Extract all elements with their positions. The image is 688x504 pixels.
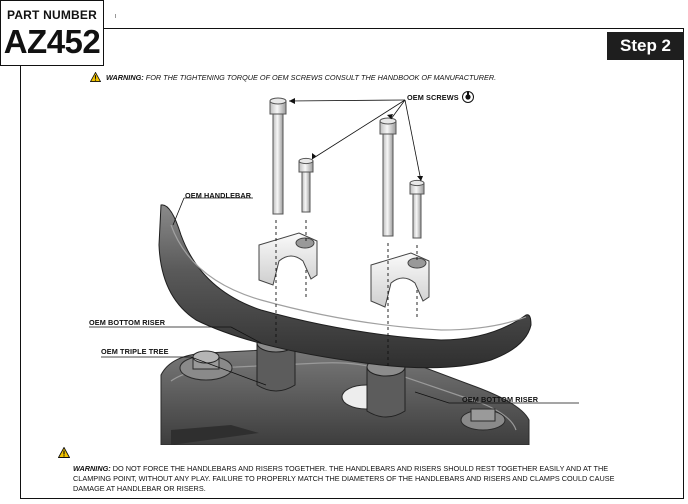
callout-oem-screws: OEM SCREWS [407,93,459,102]
callout-oem-handlebar: OEM HANDLEBAR [185,191,252,200]
bottom-warning: WARNING: DO NOT FORCE THE HANDLEBARS AND… [73,464,633,494]
callout-oem-bottom-riser-left: OEM BOTTOM RISER [89,318,166,327]
warning-triangle-icon [58,447,70,458]
assembly-diagram [89,97,579,445]
bottom-warning-text: DO NOT FORCE THE HANDLEBARS AND RISERS T… [73,464,615,493]
top-clamp-left [258,232,318,286]
alignment-lines [275,220,418,367]
handlebar [158,204,532,369]
leader-lines [89,99,579,404]
screw-short-left [298,157,314,213]
top-warning-prefix: WARNING: [106,72,144,82]
callout-oem-bottom-riser-right: OEM BOTTOM RISER [462,395,539,404]
screw-short-right [409,179,425,239]
registration-tick [115,14,116,18]
part-number-box: PART NUMBER AZ452 [0,0,104,66]
part-number-label: PART NUMBER [7,8,97,22]
top-clamp-right [370,252,430,308]
instruction-frame [20,28,684,499]
screw-long-left [269,97,287,215]
warning-triangle-icon [90,72,101,82]
part-number-value: AZ452 [3,23,101,60]
callout-oem-triple-tree: OEM TRIPLE TREE [101,347,169,356]
step-badge: Step 2 [607,32,684,60]
oem-circle-icon [462,91,474,103]
top-warning-text: FOR THE TIGHTENING TORQUE OF OEM SCREWS … [145,72,497,82]
screw-long-right [379,117,397,237]
top-warning: WARNING: FOR THE TIGHTENING TORQUE OF OE… [90,72,496,82]
bottom-warning-prefix: WARNING: [73,464,111,473]
